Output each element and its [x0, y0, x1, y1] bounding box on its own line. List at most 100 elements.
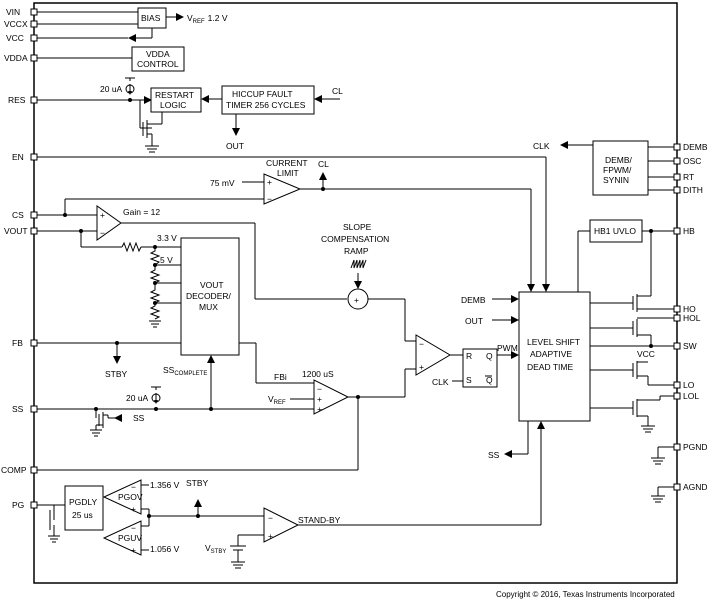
diagram-label: 1.2 V [208, 13, 228, 23]
diagram-label: DEMB/ [605, 155, 633, 165]
pg-section: PGDLY 25 us PGOV − + PGUV − + 1.356 V 1.… [37, 478, 358, 569]
cs-amp-section: + − Gain = 12 [37, 198, 347, 300]
latch-block [462, 348, 498, 388]
diagram-label: STBY [186, 478, 209, 488]
demb-section: DEMB/ FPWM/ SYNIN CLK [533, 140, 674, 196]
pin-osc: OSC [683, 156, 701, 166]
diagram-label: SLOPE [343, 222, 372, 232]
diagram-label: HICCUP FAULT [232, 89, 293, 99]
pin-cs: CS [12, 210, 24, 220]
diagram-label: + [131, 545, 136, 555]
diagram-label: MUX [199, 302, 218, 312]
diagram-label: SS [163, 365, 175, 375]
pin-en: EN [12, 152, 24, 162]
diagram-label: PGDLY [69, 497, 98, 507]
standby-feed [358, 421, 545, 526]
bias-label: BIAS [141, 13, 161, 23]
fb-ss-section: STBY FBi − + + 1200 uS VREF SSCOMPLETE 2… [37, 341, 416, 471]
pin-agnd: AGND [683, 482, 708, 492]
demb-fpwm-block [592, 140, 649, 196]
diagram-label: PGOV [118, 492, 143, 502]
diagram-label: REF [193, 19, 205, 25]
pin-lo: LO [683, 380, 695, 390]
diagram-label: + [317, 404, 322, 414]
hiccup-block [221, 85, 315, 115]
diagram-label: CL [332, 86, 343, 96]
diagram-label: VCC [637, 349, 655, 359]
diagram-label: − [131, 482, 136, 492]
diagram-label: PWM [497, 343, 518, 353]
ground-section [651, 446, 674, 503]
diagram-label: RESTART [155, 90, 194, 100]
diagram-label: 1.056 V [150, 544, 180, 554]
vdda-control-block [131, 46, 185, 72]
restart-logic-block [150, 87, 202, 113]
pin-pg: PG [12, 500, 24, 510]
diagram-label: CLK [432, 377, 449, 387]
diagram-label: − [317, 384, 322, 394]
pin-fb: FB [12, 338, 23, 348]
restart-section: 20 uA RESTART LOGIC HICCUP FAULT TIMER 2… [37, 77, 343, 153]
diagram-label: V [187, 13, 193, 23]
diagram-label: HB1 UVLO [594, 226, 636, 236]
diagram-label: OUT [465, 316, 483, 326]
diagram-label: COMPENSATION [321, 234, 389, 244]
diagram-label: COMPLETE [174, 371, 207, 377]
diagram-label: OUT [226, 141, 244, 151]
pin-demb: DEMB [683, 142, 708, 152]
diagram-label: STBY [211, 549, 227, 555]
diagram-label: DECODER/ [186, 291, 232, 301]
right-pins: DEMB OSC RT DITH HB HO HOL SW LO LOL PGN… [673, 142, 708, 492]
diagram-label: DEMB [461, 295, 486, 305]
diagram-label: + [419, 362, 424, 372]
diagram-label: − [419, 339, 424, 349]
pin-dith: DITH [683, 185, 703, 195]
diagram-label: TIMER 256 CYCLES [226, 100, 306, 110]
current-limit-section: + − CURRENT LIMIT CL 75 mV [210, 158, 535, 292]
diagram-label: RAMP [344, 246, 369, 256]
diagram-label: LEVEL SHIFT [527, 337, 580, 347]
diagram-label: V [268, 394, 274, 404]
diagram-label: V [205, 543, 211, 553]
diagram-label: − [267, 194, 272, 204]
en-line [37, 156, 550, 292]
diagram-label: STAND-BY [298, 515, 341, 525]
diagram-label: PGUV [118, 533, 142, 543]
left-pins: VIN VCCX VCC VDDA RES EN CS VOUT FB SS C… [1, 7, 38, 510]
level-shift-section: LEVEL SHIFT ADAPTIVE DEAD TIME DEMB OUT … [461, 291, 591, 460]
driver-section: HB1 UVLO VCC [577, 219, 674, 433]
diagram-label: CL [318, 159, 329, 169]
pin-vcc: VCC [6, 33, 24, 43]
diagram-label: − [100, 228, 105, 238]
pin-comp: COMP [1, 465, 27, 475]
ic-boundary [33, 2, 678, 584]
diagram-label: LOGIC [160, 100, 186, 110]
pin-vdda: VDDA [4, 53, 28, 63]
diagram-label: STBY [105, 369, 128, 379]
diagram-label: 20 uA [126, 393, 149, 403]
pin-rt: RT [683, 172, 694, 182]
pin-vout: VOUT [4, 226, 28, 236]
copyright: Copyright © 2016, Texas Instruments Inco… [496, 590, 675, 599]
diagram-label: Gain = 12 [123, 207, 160, 217]
diagram-label: 1200 uS [302, 369, 334, 379]
diagram-label: 3.3 V [157, 233, 177, 243]
pin-vccx: VCCX [4, 19, 28, 29]
diagram-label: − [131, 523, 136, 533]
diagram-label: SS [133, 413, 145, 423]
vout-section: 3.3 V 5 V VOUT DECODER/ MUX [37, 229, 240, 356]
diagram-label: Q [486, 375, 493, 385]
diagram-label: 20 uA [100, 84, 123, 94]
diagram-label: 5 V [160, 255, 173, 265]
pin-vin: VIN [6, 7, 20, 17]
pin-sw: SW [683, 341, 697, 351]
diagram-label: + [100, 210, 105, 220]
diagram-label: + [354, 295, 359, 305]
diagram-label: VOUT [200, 280, 224, 290]
pin-hol: HOL [683, 313, 701, 323]
diagram-label: SSCOMPLETE [163, 365, 207, 377]
diagram-label: VDDA [146, 49, 170, 59]
pin-res: RES [8, 95, 26, 105]
diagram-label: FBi [274, 372, 287, 382]
